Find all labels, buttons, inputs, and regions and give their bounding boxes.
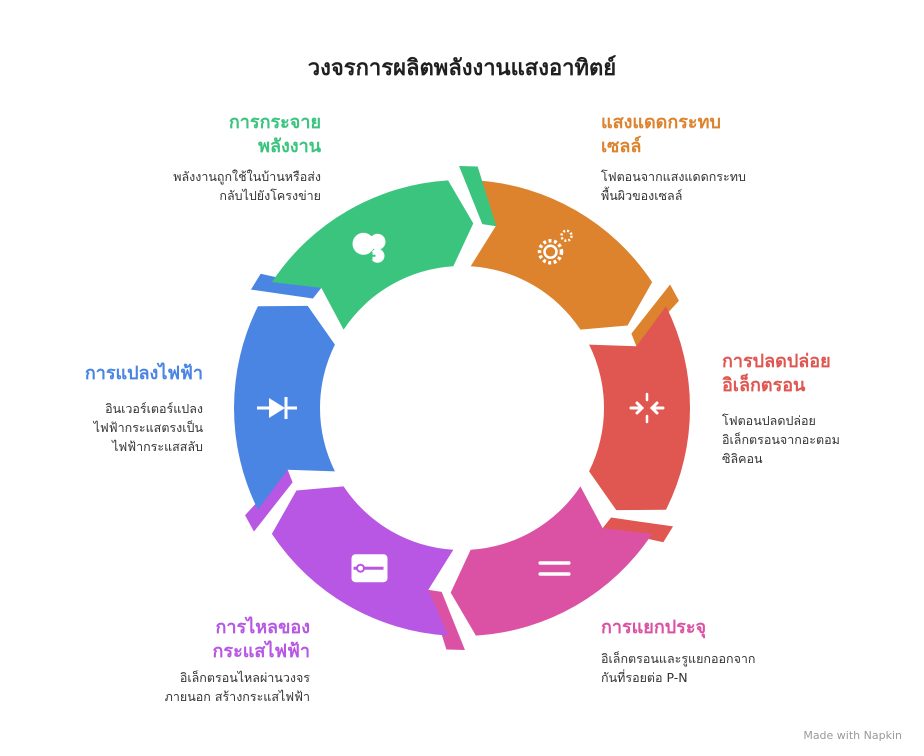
converge-arrows-icon [629,392,665,424]
step-2-description: โฟตอนปลดปล่อยอิเล็กตรอนจากอะตอมซิลิคอน [722,413,840,466]
step-1-label: แสงแดดกระทบเซลล์ [601,112,721,157]
step-3-label: การแยกประจุ [601,617,707,638]
footer-credit: Made with Napkin [803,729,902,742]
segment-1 [470,180,653,330]
step-5-description: อินเวอร์เตอร์แปลงไฟฟ้ากระแสตรงเป็นไฟฟ้าก… [93,401,203,454]
gear-sun-icon [537,229,573,265]
step-4-label: การไหลของกระแสไฟฟ้า [212,617,310,662]
step-2-label: การปลดปล่อยอิเล็กตรอน [722,351,831,396]
step-5-label: การแปลงไฟฟ้า [84,363,203,384]
segment-2-accent [602,517,674,543]
step-6-label: การกระจายพลังงาน [228,112,321,157]
switch-icon [351,554,388,583]
step-6-description: พลังงานถูกใช้ในบ้านหรือส่งกลับไปยังโครงข… [173,169,321,203]
segment-6-accent [459,166,497,227]
step-1-description: โฟตอนจากแสงแดดกระทบพื้นผิวของเซลล์ [601,169,746,203]
cloud-plug-icon [352,232,386,263]
diagram-title: วงจรการผลิตพลังงานแสงอาทิตย์ [307,56,617,81]
step-4-description: อิเล็กตรอนไหลผ่านวงจรภายนอก สร้างกระแสไฟ… [164,670,310,704]
diode-icon [257,397,297,419]
segment-4-accent [245,469,293,532]
segment-3 [450,486,653,636]
segment-3-accent [427,589,465,650]
step-3-description: อิเล็กตรอนและรูแยกออกจากกันที่รอยต่อ P-N [601,651,756,685]
segment-5-accent [250,273,322,299]
segment-1-accent [631,284,679,347]
equals-icon [538,561,571,576]
